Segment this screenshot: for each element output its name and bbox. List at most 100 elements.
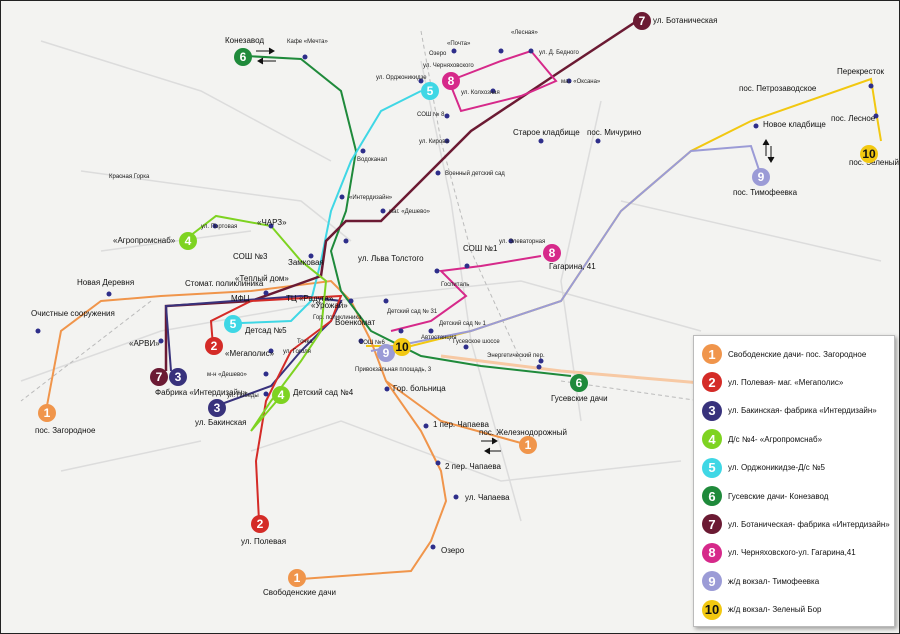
legend-text-10: ж/д вокзал- Зеленый Бор [728,605,822,615]
badge-4-top: 4 [185,234,192,248]
label-ul-portovaya: ул. Портовая [201,224,237,230]
label-mfc: МФЦ [231,294,250,303]
badge-2-south: 2 [257,517,264,531]
route-6-line[interactable] [245,55,572,377]
label-pos-michurino: пос. Мичурино [587,128,642,137]
badge-3-south: 3 [214,401,221,415]
label-charz: «ЧАРЗ» [257,218,287,227]
label-konezavod: Конезавод [225,36,264,45]
label-mn-deshevo: м-н «Дешево» [207,372,247,378]
legend-row-10[interactable]: 10 ж/д вокзал- Зеленый Бор [702,598,821,622]
direction-arrows [256,47,775,455]
legend-badge-1: 1 [702,344,722,364]
legend-badge-6: 6 [702,486,722,506]
label-gusevskie-dachi: Гусевские дачи [551,394,608,403]
label-tc-raduga: ТЦ «Радуга» [286,294,334,303]
label-ul-d-bednogo: ул. Д. Бедного [539,50,579,56]
badge-7-south: 7 [156,370,163,384]
route-1-branch[interactable] [385,380,522,444]
badge-5-south: 5 [230,317,237,331]
legend-badge-3: 3 [702,400,722,421]
label-detsad31: Детский сад № 31 [387,308,438,315]
legend-text-4: Д/с №4- «Агропромснаб» [728,434,823,444]
badge-5-top: 5 [427,84,434,98]
route-9-line[interactable] [370,144,762,352]
badge-7-top: 7 [639,14,646,28]
label-detsad1: Детский сад № 1 [439,320,486,327]
label-ul-gogolya: ул. Гоголя [283,349,311,355]
background-roads [20,40,882,522]
route-8-line[interactable] [448,49,558,113]
legend-badge-7: 7 [702,514,722,535]
label-fabrika: Фабрика «Интердизайн» [155,388,247,397]
label-avtostantsiya: Автостанция [421,335,456,341]
label-ul-ordzhonikidze: ул. Орджоникидзе [376,75,427,81]
label-pos-lesnoe: пос. Лесное [831,114,876,123]
map-labels: ул. Ботаническая Конезавод Кафе «Мечта» … [31,16,899,597]
label-privokzalnaya: Привокзальная площадь, 3 [355,367,432,373]
label-ul-chernyakhovskogo: ул. Черняховского [423,63,474,69]
badge-10-south: 10 [395,340,409,354]
badge-1-south: 1 [294,571,301,585]
legend-row-9[interactable]: 9 ж/д вокзал- Тимофеевка [702,569,819,593]
route-badges[interactable]: 7 6 8 5 10 9 4 8 5 2 9 10 7 3 4 3 6 1 1 … [38,12,878,587]
badge-4-south: 4 [278,388,285,402]
label-novaya-derevnya: Новая Деревня [77,278,134,287]
route-2-line[interactable] [209,294,343,522]
label-mag-oksana: маг. «Оксана» [561,79,601,85]
label-lesnaya: «Лесная» [511,30,539,36]
route-4-line[interactable] [185,214,328,432]
label-botanicheskaya: ул. Ботаническая [653,16,717,25]
label-ul-kirova: ул. Кирова [419,139,449,145]
label-ul-chapaeva: ул. Чапаева [465,493,510,502]
legend-text-5: ул. Орджоникидзе-Д/с №5 [728,463,826,473]
label-teply-dom: «Теплый дом» [235,274,289,283]
legend-text-9: ж/д вокзал- Тимофеевка [728,576,820,586]
label-detsad4: Детский сад №4 [293,388,354,397]
label-arvi: «АРВИ» [129,339,160,348]
label-megapolis: «Мегаполис» [225,349,275,358]
label-ul-bakinskaya: ул. Бакинская [195,418,246,427]
label-staroe-kladbishche: Старое кладбище [513,128,580,137]
legend-badge-9: 9 [702,571,722,592]
label-gor-bolnitsa: Гор. больница [393,384,446,393]
label-zamkovaya: Замковая [288,258,324,267]
route-1-east[interactable] [440,354,702,385]
label-pos-petrozavodskoe: пос. Петрозаводское [739,84,817,93]
badge-2-top: 2 [211,339,218,353]
label-ul-elevatornaya: ул. Элеваторная [499,239,545,245]
label-svobodenskie-dachi: Свободенские дачи [263,588,336,597]
label-pos-zheleznodorozhny: пос. Железнодорожный [479,428,567,437]
legend-text-2: ул. Полевая- маг. «Мегаполис» [728,377,844,387]
route-1-line[interactable] [45,279,448,580]
label-ochistnye: Очистные сооружения [31,309,115,318]
label-urozhay: «Урожай» [311,301,348,310]
label-gusevskoe-shosse: Гусевское шоссе [453,339,500,345]
label-agropromsnab: «Агропромснаб» [113,236,176,245]
bus-stops [35,48,879,550]
label-ul-kolkhoznaya: ул. Колхозная [461,90,500,96]
label-ul-polevaya: ул. Полевая [241,537,286,546]
route-8-south[interactable] [390,255,542,332]
label-gospital: Госпиталь [441,282,469,288]
legend-badge-10: 10 [702,599,722,620]
label-voenny-sad: Военный детский сад [445,170,505,177]
label-gor-poliklinika: Гор. поликлиника [313,315,362,321]
route-5-line[interactable] [240,90,422,324]
label-ozero-top: Озеро [429,51,447,57]
label-interdizayn: «Интердизайн» [349,194,393,201]
label-sosh1: СОШ №1 [463,244,498,253]
badge-9-south: 9 [383,346,390,360]
label-per-chapaeva2: 2 пер. Чапаева [445,462,502,471]
label-pos-zeleny-bor: пос. Зеленый Бор [849,158,899,167]
